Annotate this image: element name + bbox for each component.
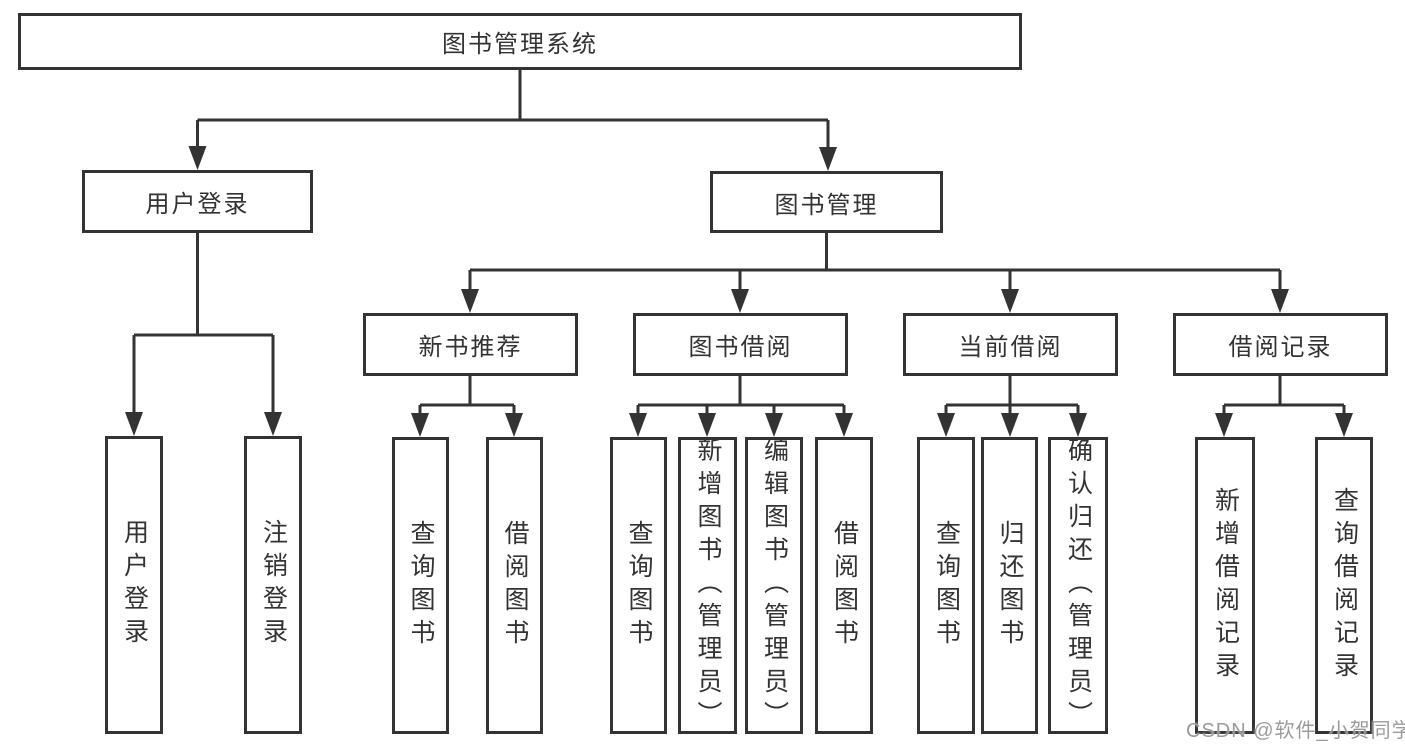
leaf-confirm-return-admin-label: 确认归还（管理员） — [1064, 437, 1093, 734]
leaf-query-books-recommend-label: 查询图书 — [407, 519, 435, 652]
leaf-edit-books-admin-label: 编辑图书（管理员） — [760, 437, 789, 734]
node-user-login: 用户登录 — [82, 170, 313, 233]
leaf-confirm-return-admin: 确认归还（管理员） — [1048, 437, 1108, 734]
leaf-edit-books-admin: 编辑图书（管理员） — [745, 437, 803, 734]
leaf-borrow-books-label: 借阅图书 — [830, 519, 859, 652]
node-library-management-system: 图书管理系统 — [18, 13, 1022, 70]
leaf-add-books-admin-label: 新增图书（管理员） — [694, 437, 722, 734]
leaf-query-books-current-label: 查询图书 — [932, 519, 961, 652]
leaf-add-books-admin: 新增图书（管理员） — [678, 437, 737, 734]
leaf-query-borrow-record-label: 查询借阅记录 — [1330, 486, 1359, 685]
leaf-return-books: 归还图书 — [981, 437, 1038, 734]
leaf-borrow-books: 借阅图书 — [815, 437, 873, 734]
leaf-return-books-label: 归还图书 — [996, 519, 1024, 652]
leaf-user-login-label: 用户登录 — [120, 519, 149, 651]
leaf-query-books-current: 查询图书 — [917, 437, 975, 734]
watermark-text: CSDN @软件_小贺同学 — [1186, 720, 1405, 742]
leaf-logout-label: 注销登录 — [259, 519, 288, 651]
node-borrowing-records: 借阅记录 — [1173, 313, 1388, 376]
leaf-borrow-books-recommend: 借阅图书 — [486, 437, 543, 734]
leaf-query-borrow-record: 查询借阅记录 — [1315, 437, 1373, 734]
node-book-borrowing: 图书借阅 — [633, 313, 848, 376]
node-current-borrowing: 当前借阅 — [903, 313, 1118, 376]
leaf-borrow-books-recommend-label: 借阅图书 — [501, 519, 529, 652]
leaf-query-books-borrow: 查询图书 — [610, 437, 667, 734]
leaf-logout: 注销登录 — [244, 436, 302, 734]
leaf-add-borrow-record: 新增借阅记录 — [1195, 437, 1255, 734]
leaf-user-login: 用户登录 — [105, 436, 163, 734]
node-book-management: 图书管理 — [710, 171, 943, 233]
leaf-add-borrow-record-label: 新增借阅记录 — [1211, 486, 1240, 685]
leaf-query-books-borrow-label: 查询图书 — [625, 519, 653, 652]
leaf-query-books-recommend: 查询图书 — [392, 437, 449, 734]
node-new-book-recommendation: 新书推荐 — [363, 313, 578, 376]
